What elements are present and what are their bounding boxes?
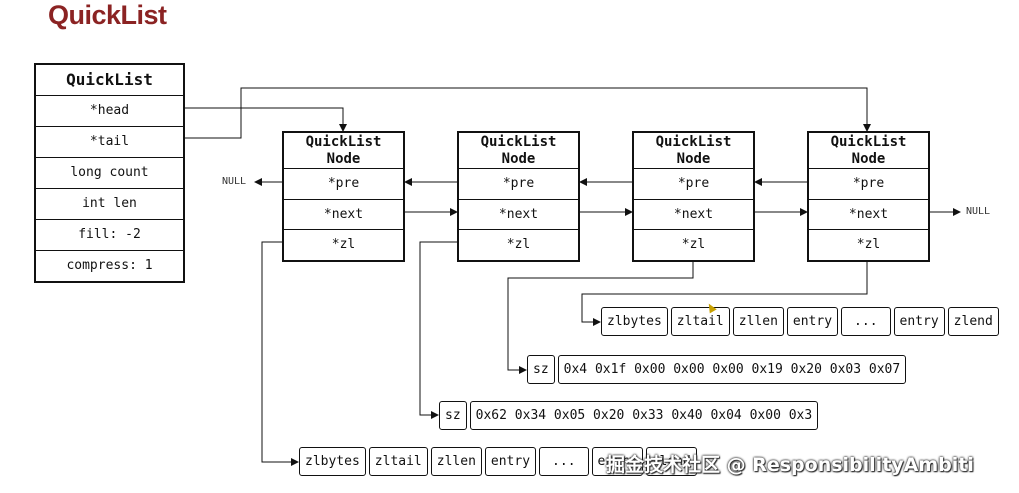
zl-cell: zltail (670, 307, 730, 336)
compressed-row-2: sz 0x62 0x34 0x05 0x20 0x33 0x40 0x04 0x… (439, 401, 819, 430)
zl-cell: zlbytes (299, 447, 366, 476)
zl-cell: zlend (645, 447, 697, 476)
head-pointer (185, 107, 347, 132)
quicklist-header: QuickList (36, 65, 183, 96)
node-next: *next (459, 200, 578, 230)
node-pre: *pre (459, 169, 578, 200)
zl-cell: entry (591, 447, 643, 476)
node-title: QuickList (830, 134, 907, 150)
field-head: *head (36, 96, 183, 127)
node-next: *next (284, 200, 403, 230)
node-zl: *zl (681, 237, 706, 252)
node-zl: *zl (506, 237, 531, 252)
watermark: 掘金技术社区 @ ResponsibilityAmbiti (606, 454, 974, 476)
zl-cell: zllen (732, 307, 784, 336)
zl-cell: zlend (947, 307, 999, 336)
sz-cell: sz (527, 355, 555, 384)
node-zl: *zl (331, 237, 356, 252)
zl-pointer-1 (261, 241, 299, 466)
sz-cell: sz (439, 401, 467, 430)
node-next: *next (634, 200, 753, 230)
node-title: QuickList (655, 134, 732, 150)
compressed-row-1: sz 0x4 0x1f 0x00 0x00 0x00 0x19 0x20 0x0… (527, 355, 907, 384)
node-pre: *pre (284, 169, 403, 200)
zl-pointer-3 (507, 258, 694, 374)
bytes-cell: 0x4 0x1f 0x00 0x00 0x00 0x19 0x20 0x03 0… (557, 355, 907, 384)
node-subtitle: Node (326, 151, 361, 167)
zl-cell: ... (841, 307, 891, 336)
ziplist-bottom: zlbytes zltail zllen entry ... entry zle… (299, 447, 697, 476)
zl-cell: zltail (368, 447, 428, 476)
zl-cell: entry (893, 307, 945, 336)
quicklist-struct: QuickList *head *tail long count int len… (34, 63, 185, 283)
null-label-right: NULL (966, 206, 991, 217)
zl-pointer-2 (419, 241, 457, 419)
zl-cell: entry (786, 307, 839, 336)
node-title: QuickList (480, 134, 557, 150)
field-compress: compress: 1 (66, 258, 153, 273)
zl-cell: entry (484, 447, 537, 476)
node-pre: *pre (809, 169, 928, 200)
zl-cell: zlbytes (601, 307, 668, 336)
field-len: int len (36, 189, 183, 220)
node-title: QuickList (305, 134, 382, 150)
zl-pointer-4 (581, 258, 868, 326)
zl-cell: ... (539, 447, 589, 476)
node-zl: *zl (856, 237, 881, 252)
null-label-left: NULL (222, 176, 247, 187)
node-subtitle: Node (501, 151, 536, 167)
tail-pointer (185, 87, 871, 139)
node-subtitle: Node (851, 151, 886, 167)
node-next: *next (809, 200, 928, 230)
node-subtitle: Node (676, 151, 711, 167)
ziplist-top: zlbytes zltail zllen entry ... entry zle… (601, 307, 999, 336)
diagram-title: QuickList (48, 0, 167, 30)
field-tail: *tail (36, 127, 183, 158)
bytes-cell: 0x62 0x34 0x05 0x20 0x33 0x40 0x04 0x00 … (469, 401, 819, 430)
node-pre: *pre (634, 169, 753, 200)
zl-cell: zllen (430, 447, 482, 476)
field-fill: fill: -2 (36, 220, 183, 251)
field-count: long count (36, 158, 183, 189)
